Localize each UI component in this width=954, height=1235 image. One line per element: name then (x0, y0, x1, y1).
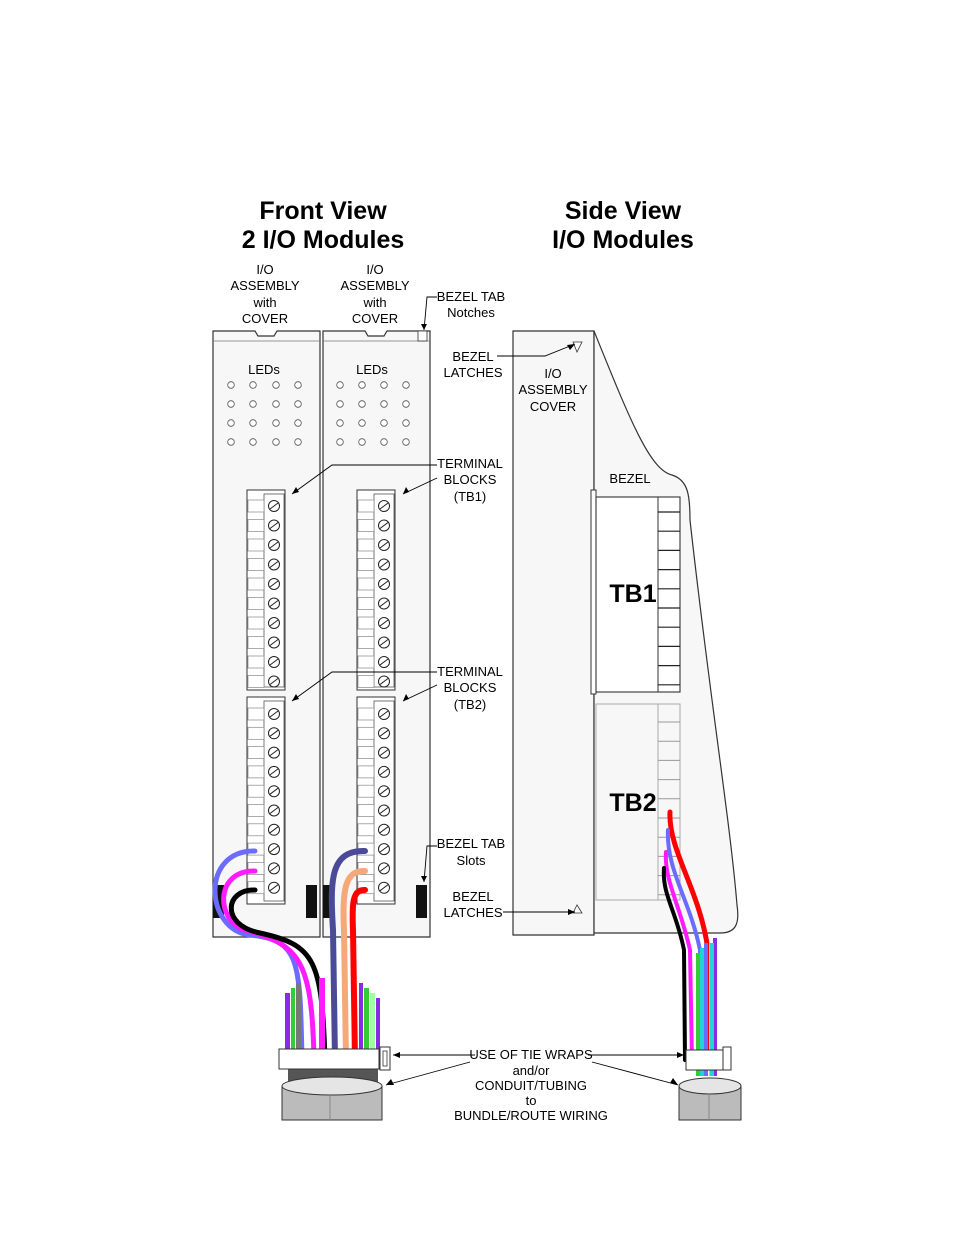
module-label-left: I/O ASSEMBLY with COVER (230, 262, 299, 326)
led-indicator (358, 381, 366, 389)
led-indicator (358, 419, 366, 427)
conduit-side (678, 1077, 742, 1121)
module-label-left-line3: with (252, 295, 276, 310)
module-label-left-line1: I/O (256, 262, 273, 277)
module-label-left-line2: ASSEMBLY (230, 278, 299, 293)
side-bundle (685, 938, 732, 1076)
led-indicator (227, 419, 235, 427)
callout-bezel-tab-slots-line1: BEZEL TAB (437, 836, 505, 851)
callout-tie-wraps-line2: and/or (513, 1063, 551, 1078)
led-indicator (336, 419, 344, 427)
callout-tie-wraps: USE OF TIE WRAPS and/or CONDUIT/TUBING t… (385, 1047, 684, 1123)
callout-tb2-line1: TERMINAL (437, 664, 503, 679)
led-indicator (227, 438, 235, 446)
front-wiring-right (328, 847, 368, 1063)
led-indicator (336, 438, 344, 446)
callout-bezel-latches-bottom-line1: BEZEL (452, 889, 493, 904)
led-indicator (380, 419, 388, 427)
callout-bezel-tab-notches-line2: Notches (447, 305, 495, 320)
module-label-left-line4: COVER (242, 311, 288, 326)
tie-wrap-side (685, 1049, 725, 1071)
module-label-right-line1: I/O (366, 262, 383, 277)
led-indicator (249, 381, 257, 389)
led-indicator (294, 400, 302, 408)
bezel-tab-notch (417, 330, 428, 342)
callout-terminal-blocks-tb1: TERMINAL BLOCKS (TB1) (291, 456, 503, 504)
side-bezel-label: BEZEL (609, 471, 650, 486)
led-indicator (227, 381, 235, 389)
led-indicator (358, 438, 366, 446)
led-indicator (272, 400, 280, 408)
led-indicator (249, 419, 257, 427)
callout-tb1-line1: TERMINAL (437, 456, 503, 471)
side-wiring (661, 809, 713, 1063)
callout-terminal-blocks-tb2: TERMINAL BLOCKS (TB2) (291, 664, 503, 712)
side-tb1: TB1 (590, 489, 681, 695)
led-indicator (272, 438, 280, 446)
callout-tie-wraps-line4: to (526, 1093, 537, 1108)
led-indicator (272, 419, 280, 427)
module-label-right-line2: ASSEMBLY (340, 278, 409, 293)
bezel-tab-slot-left-2 (306, 885, 317, 918)
module-label-right-line3: with (362, 295, 386, 310)
leds-label-left: LEDs (248, 362, 280, 377)
led-indicator (380, 381, 388, 389)
arrowheads (292, 324, 684, 1085)
led-indicator (272, 381, 280, 389)
led-indicator (402, 381, 410, 389)
led-indicator (294, 419, 302, 427)
led-indicator (249, 400, 257, 408)
side-cover-label-line2: ASSEMBLY (518, 382, 587, 397)
bezel-tab-slot-right-2 (416, 885, 427, 918)
led-indicator (294, 438, 302, 446)
callout-bezel-tab-slots: BEZEL TAB Slots (423, 836, 505, 883)
callout-tie-wraps-line5: BUNDLE/ROUTE WIRING (454, 1108, 608, 1123)
led-indicator (336, 400, 344, 408)
callout-bezel-tab-notches-line1: BEZEL TAB (437, 289, 505, 304)
led-indicator (249, 438, 257, 446)
callout-bezel-latches-bottom-line2: LATCHES (444, 905, 503, 920)
callout-tb1-line3: (TB1) (454, 489, 487, 504)
callout-bezel-tab-slots-line2: Slots (457, 853, 486, 868)
side-cover-label-line1: I/O (544, 366, 561, 381)
led-indicator (402, 400, 410, 408)
callout-tb2-line2: BLOCKS (444, 680, 497, 695)
module-label-right-line4: COVER (352, 311, 398, 326)
led-indicator (358, 400, 366, 408)
bezel-tab-slot-right (323, 885, 334, 918)
tb1-label: TB1 (609, 580, 656, 608)
callout-tb2-line3: (TB2) (454, 697, 487, 712)
led-indicator (294, 381, 302, 389)
led-indicator (227, 400, 235, 408)
front-view-title-line1: Front View (259, 197, 387, 225)
led-indicator (402, 438, 410, 446)
led-grid (227, 381, 410, 446)
callout-bezel-tab-notches: BEZEL TAB Notches (423, 289, 505, 331)
side-cover-label-line3: COVER (530, 399, 576, 414)
callout-bezel-latches-top-line2: LATCHES (444, 365, 503, 380)
front-view-title-line2: 2 I/O Modules (242, 226, 405, 254)
module-label-right: I/O ASSEMBLY with COVER (340, 262, 409, 326)
conduit-front (281, 1076, 383, 1121)
callout-bezel-latches-top: BEZEL LATCHES (444, 343, 576, 380)
tie-wrap-front (278, 1048, 380, 1070)
callout-bezel-latches-top-line1: BEZEL (452, 349, 493, 364)
callout-tb1-line2: BLOCKS (444, 472, 497, 487)
tb2-label: TB2 (609, 789, 656, 817)
led-indicator (380, 400, 388, 408)
led-indicator (336, 381, 344, 389)
side-view-title-line2: I/O Modules (552, 226, 694, 254)
led-indicator (402, 419, 410, 427)
side-view-title-line1: Side View (565, 197, 682, 225)
terminal-screws (247, 499, 390, 895)
callout-tie-wraps-line3: CONDUIT/TUBING (475, 1078, 587, 1093)
leds-label-right: LEDs (356, 362, 388, 377)
callout-tie-wraps-line1: USE OF TIE WRAPS (469, 1047, 593, 1062)
led-indicator (380, 438, 388, 446)
callout-bezel-latches-bottom: BEZEL LATCHES (444, 889, 575, 920)
